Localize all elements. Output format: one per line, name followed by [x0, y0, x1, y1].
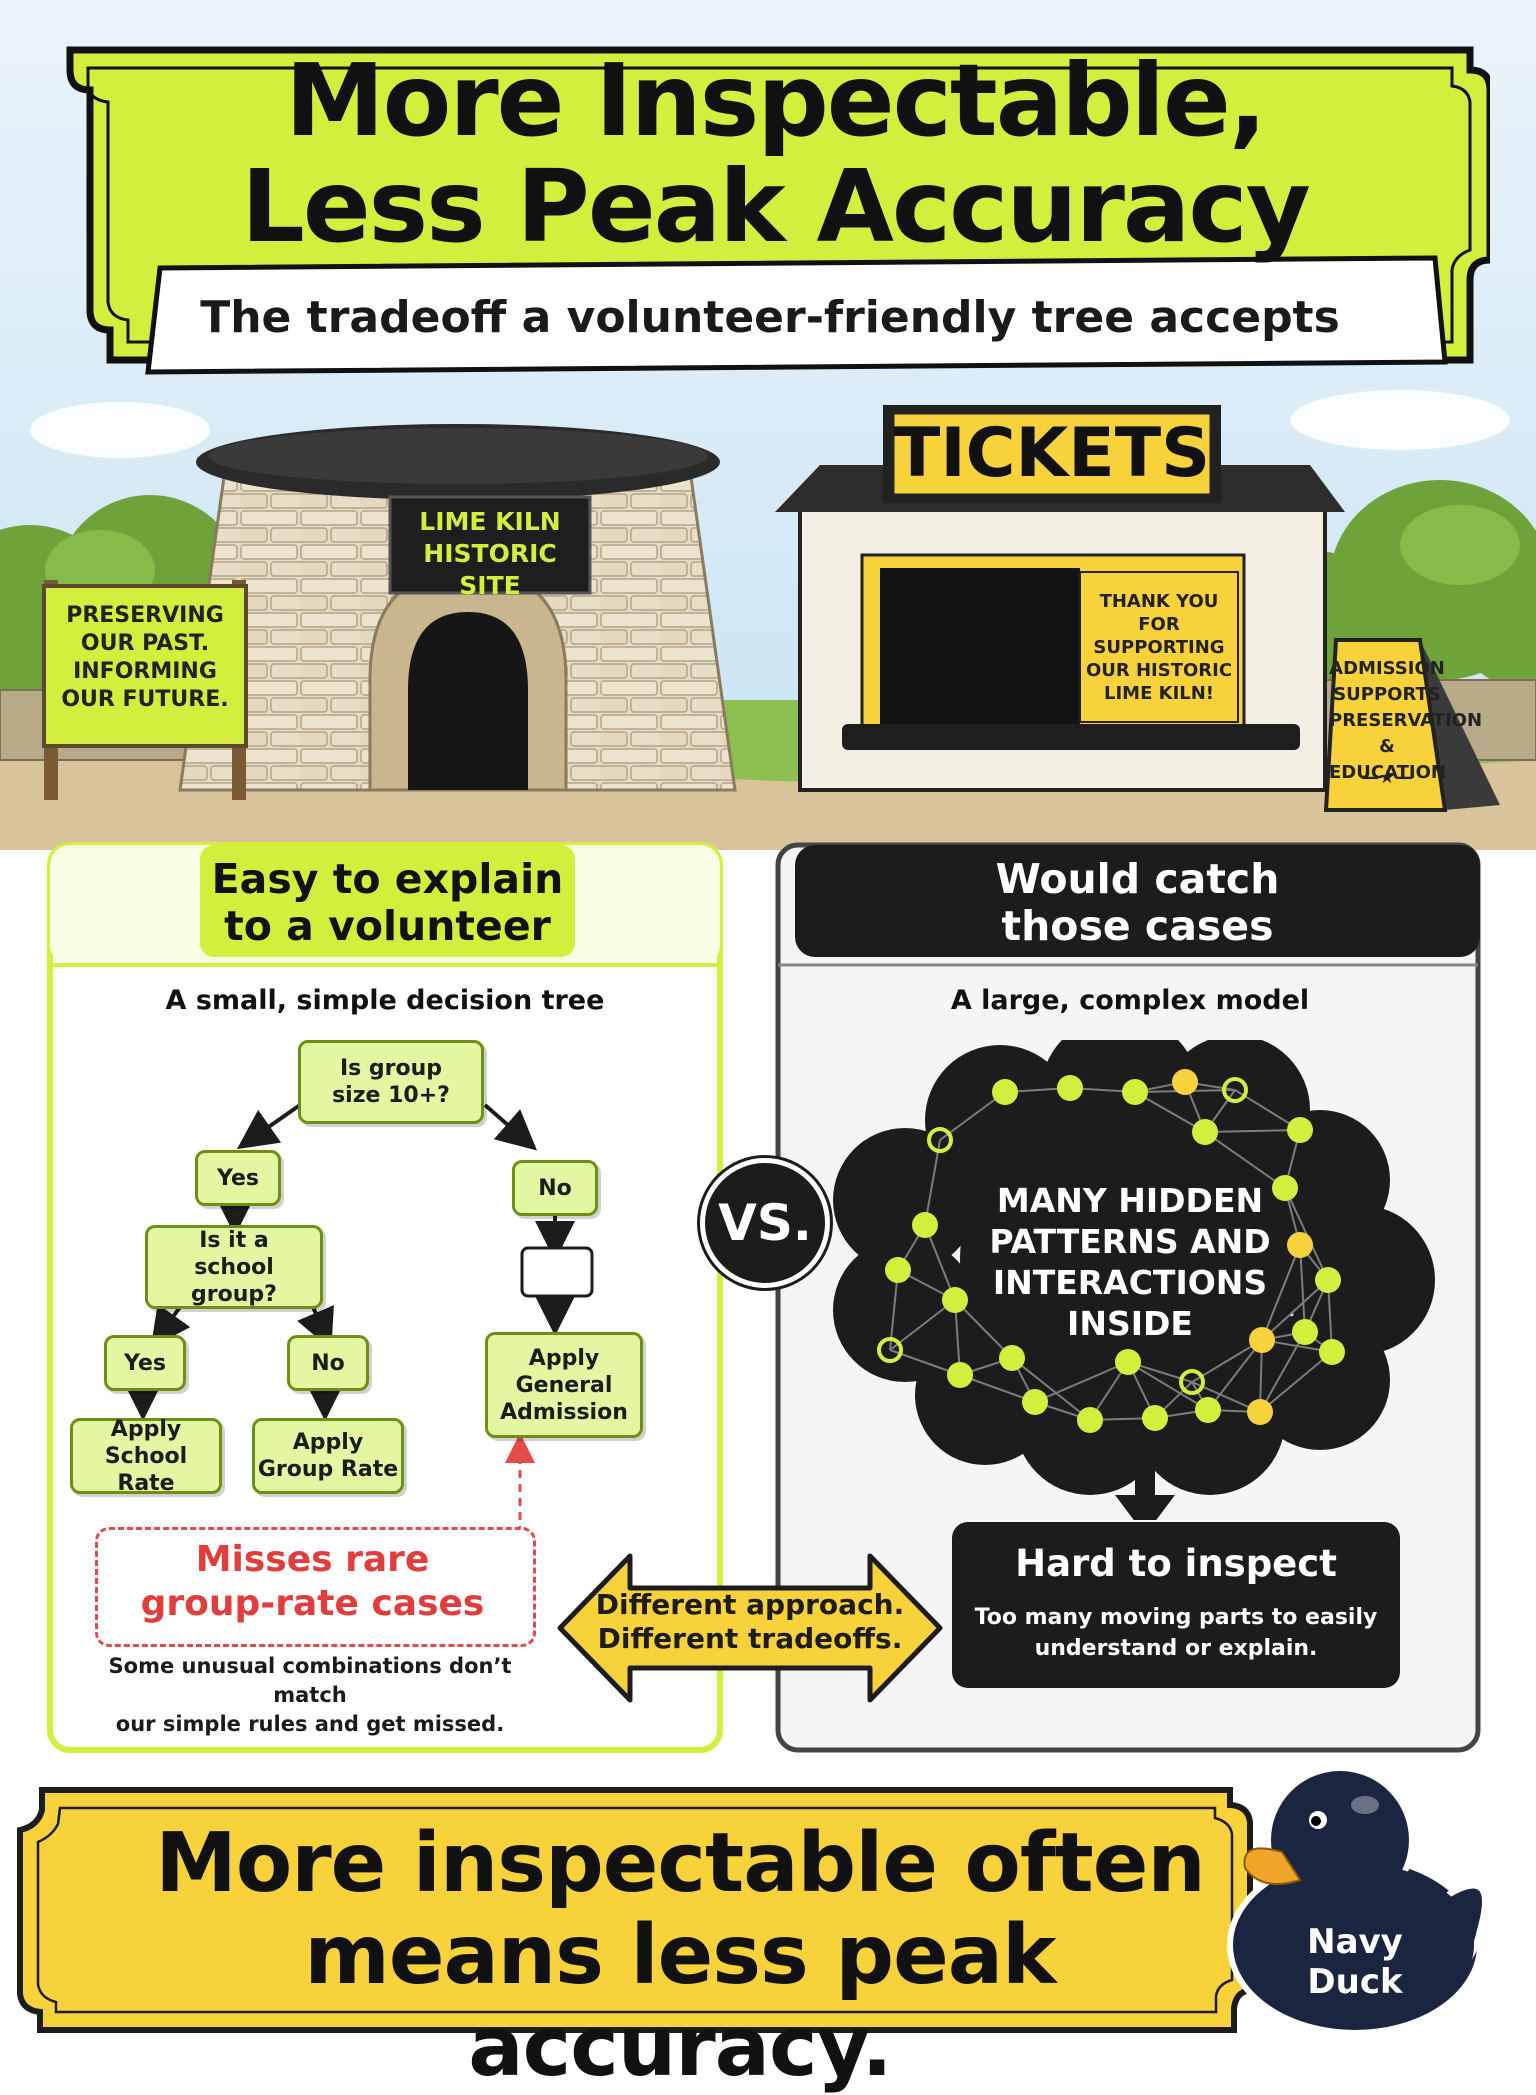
tree-connectors [123, 1103, 594, 1582]
network-node [1172, 1069, 1198, 1095]
title-line-2: Less Peak Accuracy [241, 148, 1311, 265]
page-subtitle: The tradeoff a volunteer-friendly tree a… [200, 292, 1340, 343]
network-node [885, 1257, 911, 1283]
misses-callout-box [95, 1527, 536, 1647]
bottom-banner [17, 1770, 1488, 2036]
network-edge [924, 1224, 956, 1301]
admission-sign-text: ADMISSION SUPPORTS PRESERVATION & EDUCAT… [1329, 658, 1483, 783]
left-panel-heading: Easy to explain to a volunteer [211, 855, 564, 950]
double-arrow-text: Different approach. Different tradeoffs. [595, 1588, 905, 1655]
network-node [1122, 1079, 1148, 1105]
network-edge [1207, 1339, 1263, 1411]
network-node [1292, 1319, 1318, 1345]
left-panel-caption: A small, simple decision tree [165, 985, 605, 1016]
page-title: More Inspectable, Less Peak Accuracy [110, 48, 1440, 260]
complex-model-cloud [833, 1040, 1435, 1520]
network-node [1222, 1077, 1248, 1103]
network-node [999, 1345, 1025, 1371]
network-node [1249, 1327, 1275, 1353]
tree-leaf-school-rate: Apply School Rate [70, 1417, 222, 1496]
network-node [1319, 1339, 1345, 1365]
misses-callout-note: Some unusual combinations don’t match ou… [108, 1654, 512, 1736]
network-edge [1191, 1339, 1263, 1383]
network-edge [889, 1299, 956, 1351]
network-node [1057, 1075, 1083, 1101]
network-edge [1011, 1357, 1091, 1421]
network-node [1115, 1349, 1141, 1375]
network-node [877, 1337, 903, 1363]
admission-sign-star: —★— [1360, 767, 1414, 788]
tree-leaf-group-rate: Apply Group Rate [252, 1418, 404, 1494]
network-edge [1259, 1351, 1333, 1413]
tree-school-no: No [287, 1335, 369, 1391]
cloud-text: MANY HIDDEN PATTERNS AND INTERACTIONS IN… [989, 1181, 1271, 1343]
network-edge [1134, 1091, 1206, 1133]
title-line-1: More Inspectable, [285, 42, 1267, 159]
kiln-sign-text: LIME KILN HISTORIC SITE [419, 507, 561, 600]
network-node [1077, 1407, 1103, 1433]
hard-to-inspect-title: Hard to inspect [1015, 1542, 1337, 1585]
tree-root-question: Is group size 10+? [298, 1040, 484, 1124]
network-edge [954, 1299, 1013, 1359]
tickets-sign-text: TICKETS [893, 414, 1211, 493]
network-edge [924, 1139, 941, 1226]
network-node [942, 1287, 968, 1313]
network-edge [1261, 1279, 1329, 1341]
network-node [1179, 1369, 1205, 1395]
tree-leaf-general-admission: Apply General Admission [485, 1332, 643, 1438]
misses-callout-title: Misses rare group-rate cases [140, 1539, 485, 1624]
network-node [1287, 1232, 1313, 1258]
network-edge [889, 1269, 899, 1351]
network-edge [1127, 1361, 1209, 1411]
network-node [1195, 1397, 1221, 1423]
network-edge [1204, 1129, 1301, 1133]
hard-to-inspect-box [952, 1522, 1400, 1688]
double-arrow [557, 1553, 943, 1703]
network-node [1287, 1117, 1313, 1143]
network-node [947, 1362, 973, 1388]
network-node [912, 1212, 938, 1238]
network-edge [1204, 1131, 1286, 1189]
network-edge [1299, 1244, 1306, 1333]
network-node [992, 1079, 1018, 1105]
network-node [927, 1127, 953, 1153]
network-node [1272, 1175, 1298, 1201]
network-node [1315, 1267, 1341, 1293]
tree-no-branch: No [512, 1160, 598, 1216]
title-banner [66, 46, 1490, 375]
preserving-sign-text: PRESERVING OUR PAST. INFORMING OUR FUTUR… [61, 603, 229, 713]
network-node [1247, 1399, 1273, 1425]
network-edge [1261, 1244, 1301, 1341]
network-edge [959, 1374, 1036, 1403]
duck-label: Navy Duck [1307, 1922, 1403, 2002]
network-node [1022, 1389, 1048, 1415]
network-edge [1034, 1361, 1129, 1403]
network-node [1192, 1119, 1218, 1145]
bottom-takeaway: More inspectable often means less peak a… [155, 1816, 1205, 2095]
vs-badge: VS. [700, 1158, 830, 1288]
network-node [1142, 1405, 1168, 1431]
navy-duck-icon [1227, 1770, 1488, 2036]
window-sign-text: THANK YOU FOR SUPPORTING OUR HISTORIC LI… [1085, 591, 1233, 705]
hard-to-inspect-note: Too many moving parts to easily understa… [974, 1605, 1378, 1661]
right-panel-heading: Would catch those cases [995, 855, 1280, 950]
tree-yes-branch: Yes [195, 1150, 281, 1206]
tree-school-question: Is it a school group? [145, 1225, 323, 1309]
tree-school-yes: Yes [104, 1335, 186, 1391]
right-panel-caption: A large, complex model [950, 985, 1310, 1016]
network-edge [939, 1091, 1006, 1141]
